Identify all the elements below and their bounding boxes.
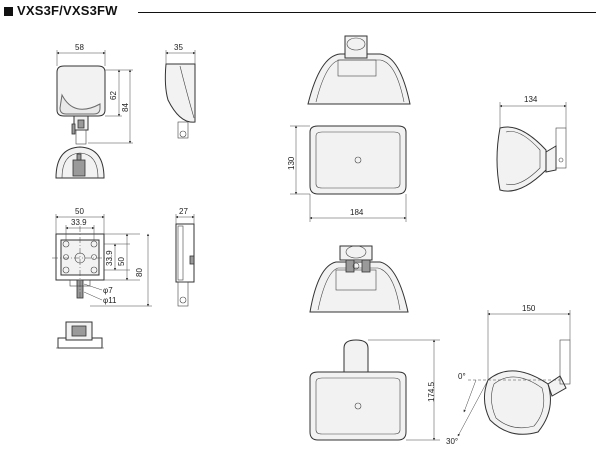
dim-50: 50	[75, 207, 84, 216]
dim-80: 80	[135, 268, 144, 277]
dim-35: 35	[174, 43, 183, 52]
dim-33-9-horizontal: 33.9	[71, 218, 87, 227]
title-rule	[138, 12, 596, 13]
angle-30: 30°	[446, 437, 458, 446]
dim-174-5: 174.5	[427, 381, 436, 402]
dim-33-9-vertical: 33.9	[105, 250, 114, 266]
dim-50-vertical: 50	[117, 257, 126, 266]
drawing-title: VXS3F/VXS3FW	[17, 3, 118, 18]
dim-58: 58	[75, 43, 84, 52]
large-speaker-bracket-top-view	[309, 245, 409, 313]
title-square-bullet	[4, 7, 13, 16]
large-speaker-side-view: 134	[496, 95, 567, 192]
dim-62: 62	[109, 91, 118, 100]
dim-phi-11: φ11	[103, 296, 117, 305]
small-speaker-front-view: 58 62 84	[56, 43, 133, 145]
dim-184: 184	[350, 208, 364, 217]
angle-0: 0°	[458, 372, 466, 381]
dim-27: 27	[179, 207, 188, 216]
dim-150: 150	[522, 304, 536, 313]
dim-84: 84	[121, 103, 130, 112]
title-bar: VXS3F/VXS3FW	[4, 3, 596, 20]
bracket-front-view: 50 33.9 33.9 50 80 φ7 φ11	[52, 207, 152, 307]
large-speaker-bracket-front-view: 174.5	[309, 339, 440, 441]
large-speaker-front-view: 130 184	[287, 125, 407, 222]
small-speaker-side-view: 35	[164, 43, 196, 139]
dim-130: 130	[287, 156, 296, 170]
bracket-bottom-view	[56, 321, 104, 349]
bracket-side-view: 27	[175, 207, 195, 307]
large-speaker-tilt-side-view: 0° 30° 150	[446, 304, 571, 446]
dim-phi-7: φ7	[103, 286, 113, 295]
dim-134: 134	[524, 95, 538, 104]
large-speaker-top-view	[307, 35, 411, 105]
small-speaker-top-view	[55, 146, 105, 179]
